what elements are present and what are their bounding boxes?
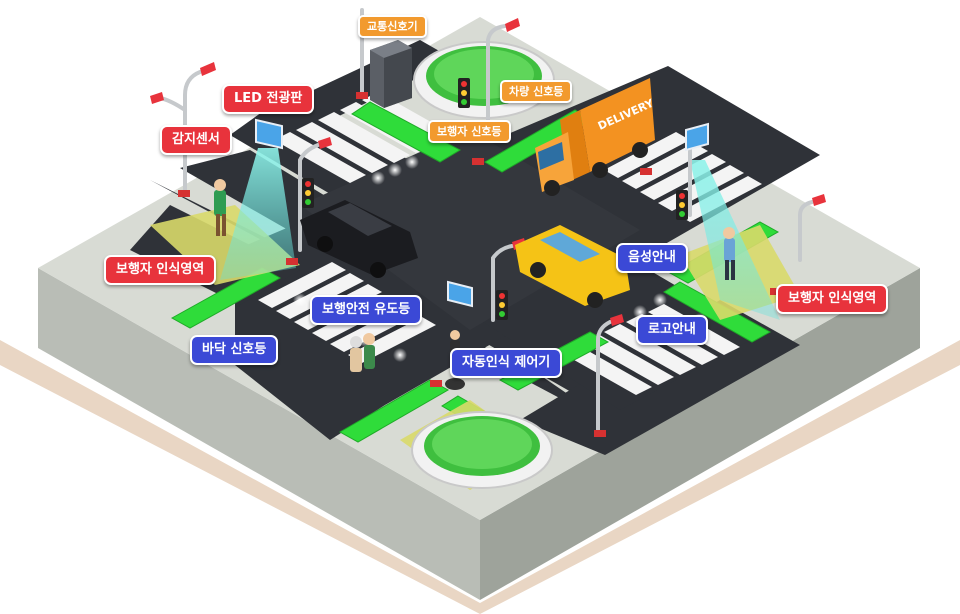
traffic-lights (302, 78, 688, 320)
black-car (300, 200, 418, 278)
lamp-heads (150, 18, 826, 326)
safety-guide-label: 보행안전 유도등 (310, 295, 423, 325)
ped-signal-label: 보행자 신호등 (428, 120, 511, 143)
sensor-label: 감지센서 (160, 125, 232, 155)
street-lamps (158, 8, 814, 432)
led-board-label: LED 전광판 (222, 84, 315, 114)
ped-zone-left-label: 보행자 인식영역 (104, 255, 217, 285)
vehicle-signal-label: 차량 신호등 (500, 80, 573, 103)
traffic-signal-cabinet (370, 40, 412, 108)
auto-controller-label: 자동인식 제어기 (450, 348, 563, 378)
traffic-signal-label: 교통신호기 (358, 15, 427, 38)
delivery-truck: DELIVERY (535, 78, 657, 196)
ped-zone-right-label: 보행자 인식영역 (776, 284, 889, 314)
logo-guide-label: 로고안내 (636, 315, 708, 345)
voice-guide-label: 음성안내 (616, 243, 688, 273)
sensor-beams (220, 148, 780, 320)
led-boards (255, 118, 709, 308)
planter-south (411, 411, 553, 489)
yellow-taxi (515, 225, 630, 308)
floor-signal-label: 바닥 신호등 (190, 335, 279, 365)
